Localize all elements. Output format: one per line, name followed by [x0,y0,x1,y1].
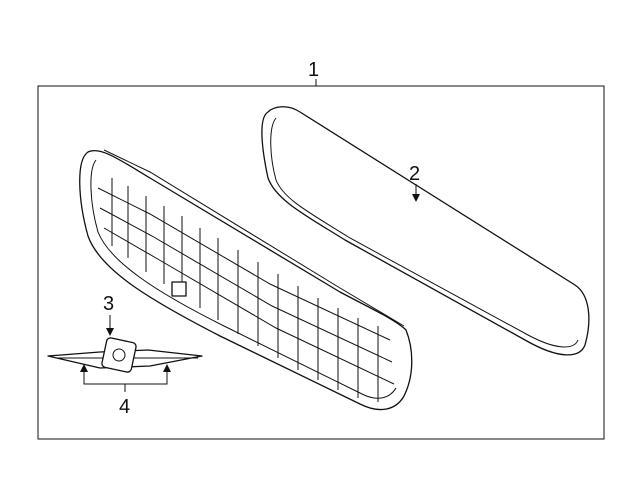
callout-2: 2 [409,163,420,185]
callout-3: 3 [103,293,114,315]
callout-4-arrowhead-right [163,364,171,372]
callout-3-arrowhead [106,328,114,336]
assembly-frame [37,85,605,440]
emblem [101,337,137,373]
callout-1: 1 [308,59,319,81]
callout-4-leader [83,370,168,392]
callout-2-arrowhead [412,194,420,202]
callout-4-arrowhead-left [80,364,88,372]
grille-body [79,149,413,411]
grille-insert-panel [261,106,590,356]
callout-4: 4 [119,396,130,418]
